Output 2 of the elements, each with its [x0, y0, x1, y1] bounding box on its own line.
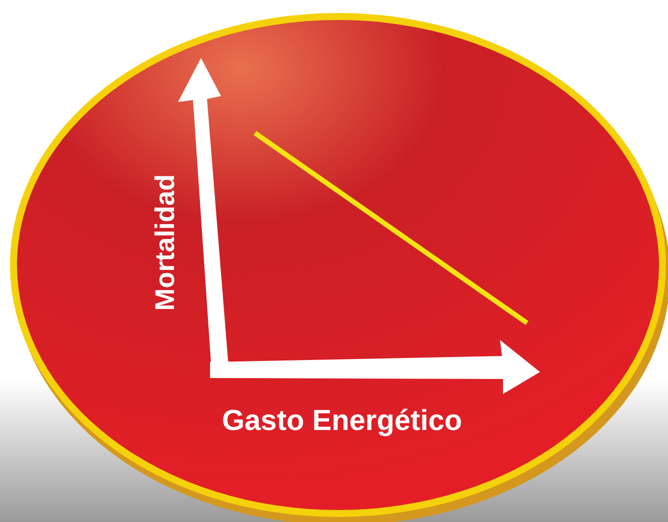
axis-label: Gasto Energético [222, 407, 462, 436]
axis-label: Mortalidad [151, 174, 178, 310]
